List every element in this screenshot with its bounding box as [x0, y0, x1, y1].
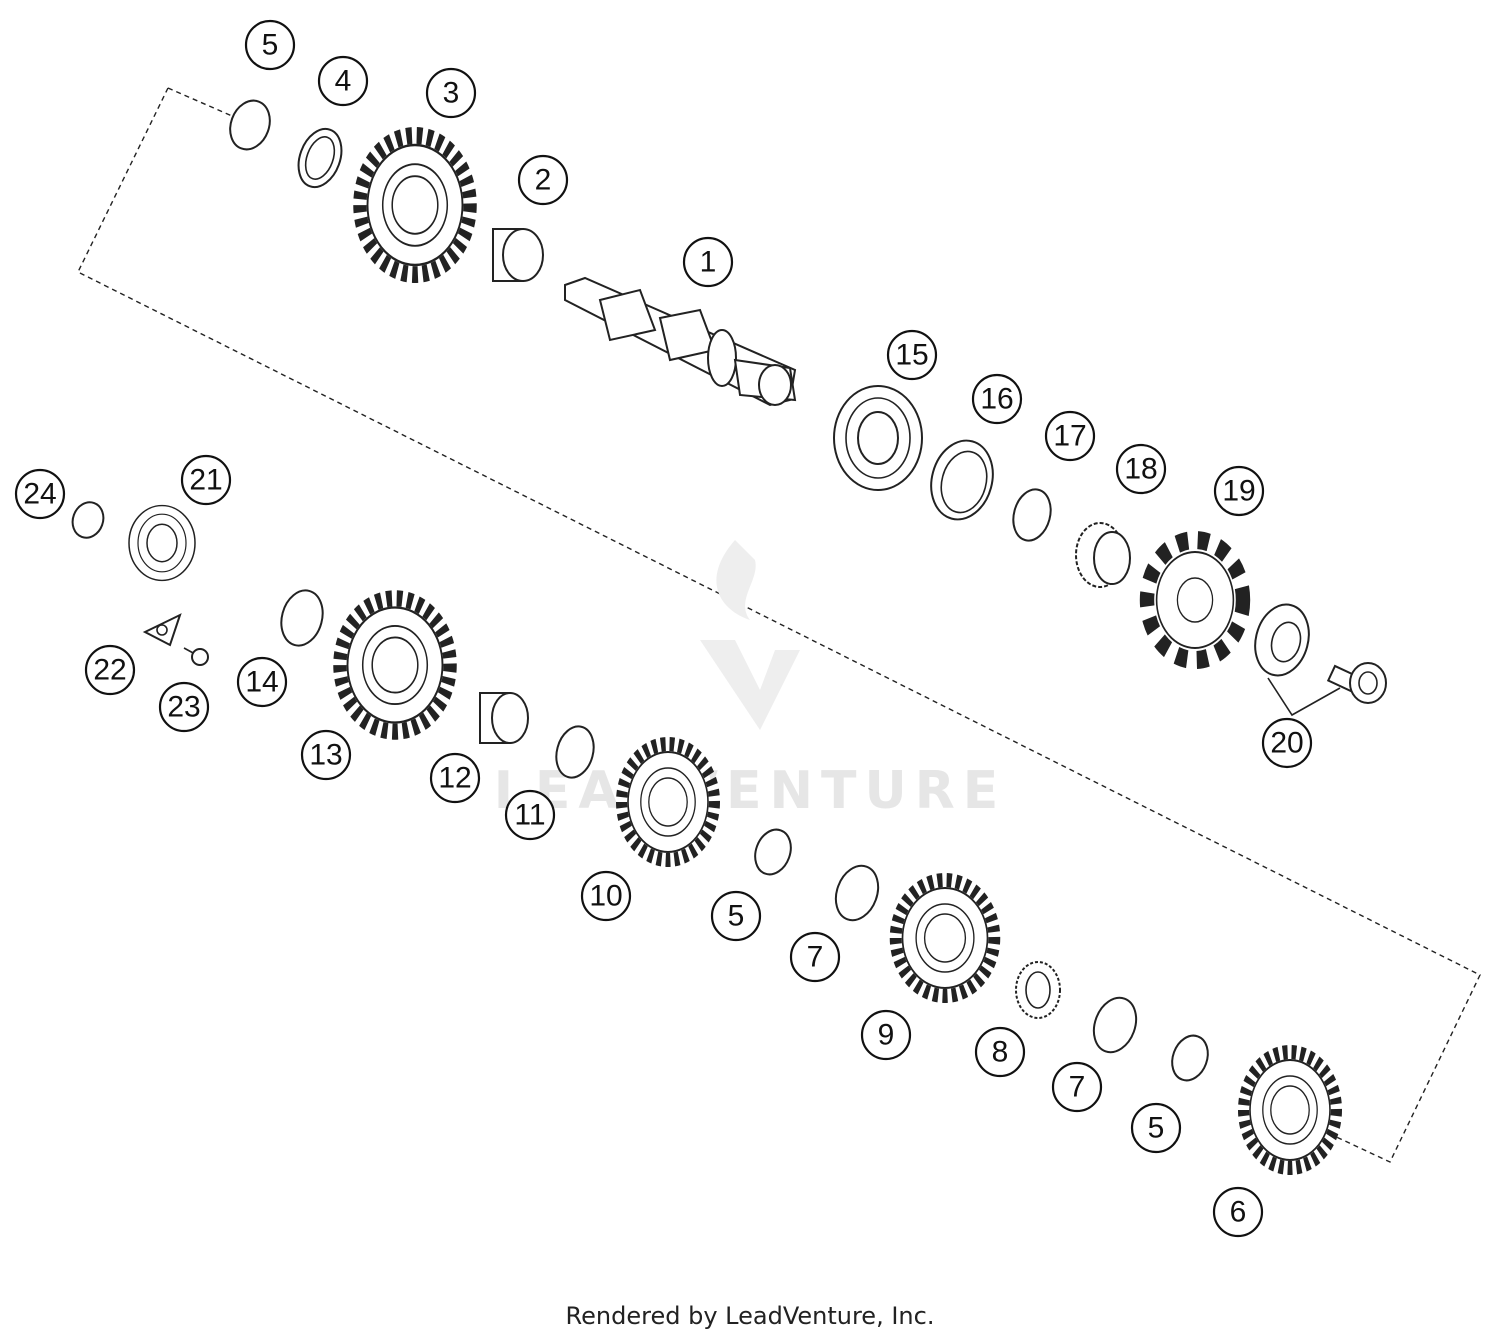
circlip	[1171, 1034, 1209, 1082]
gear-6	[1244, 1052, 1337, 1168]
svg-text:7: 7	[807, 941, 824, 974]
washer-14	[280, 589, 324, 647]
callout-1[interactable]: 1	[682, 236, 734, 288]
svg-text:10: 10	[589, 880, 622, 913]
sprocket	[1139, 531, 1251, 669]
washer-11	[555, 725, 595, 779]
sprocket-nut	[1326, 662, 1387, 704]
callout-22[interactable]: 22	[84, 644, 136, 696]
svg-text:11: 11	[514, 799, 545, 832]
screw	[183, 647, 209, 666]
thrust-washer	[1092, 996, 1138, 1054]
svg-text:5: 5	[1148, 1112, 1165, 1145]
callout-18[interactable]: 18	[1115, 443, 1167, 495]
svg-text:15: 15	[895, 339, 928, 372]
callout-16[interactable]: 16	[971, 373, 1023, 425]
bushing-12	[479, 692, 529, 744]
svg-text:6: 6	[1230, 1196, 1247, 1229]
needle-bearing	[1015, 961, 1061, 1019]
callout-7[interactable]: 7	[789, 931, 841, 983]
callout-9[interactable]: 9	[860, 1009, 912, 1061]
sprocket-washer	[1254, 603, 1310, 677]
gear-3	[360, 135, 470, 274]
callout-8[interactable]: 8	[974, 1026, 1026, 1078]
shaft-seal	[930, 439, 994, 521]
svg-text:5: 5	[728, 900, 745, 933]
svg-text:2: 2	[535, 164, 552, 197]
render-credit: Rendered by LeadVenture, Inc.	[565, 1302, 935, 1330]
svg-text:1: 1	[700, 246, 717, 279]
leader-line-20	[1267, 677, 1341, 717]
gear-9	[896, 880, 995, 996]
callout-17[interactable]: 17	[1044, 410, 1096, 462]
callout-5[interactable]: 5	[710, 890, 762, 942]
spacer-bushing	[1075, 522, 1131, 588]
circlip	[229, 99, 271, 151]
svg-text:5: 5	[262, 29, 279, 62]
svg-text:18: 18	[1124, 453, 1157, 486]
bearing-21	[128, 504, 196, 582]
watermark: LEADVENTURE	[494, 540, 998, 821]
bearing-15	[833, 385, 923, 491]
callout-4[interactable]: 4	[317, 55, 369, 107]
gear-10	[622, 744, 715, 860]
callout-24[interactable]: 24	[14, 468, 66, 520]
segment-plate	[142, 613, 182, 647]
svg-text:19: 19	[1222, 475, 1255, 508]
callout-2[interactable]: 2	[517, 154, 569, 206]
svg-text:17: 17	[1053, 420, 1086, 453]
svg-text:23: 23	[167, 691, 200, 724]
svg-text:8: 8	[992, 1036, 1009, 1069]
callout-21[interactable]: 21	[180, 454, 232, 506]
svg-text:13: 13	[309, 739, 342, 772]
circlip	[754, 828, 792, 876]
svg-text:20: 20	[1270, 727, 1303, 760]
svg-text:12: 12	[438, 762, 471, 795]
needle-bushing	[492, 228, 544, 282]
callout-5[interactable]: 5	[1130, 1102, 1182, 1154]
svg-text:14: 14	[245, 666, 278, 699]
callout-20[interactable]: 20	[1261, 717, 1313, 769]
svg-text:21: 21	[189, 464, 222, 497]
circlip-24	[71, 501, 105, 539]
o-ring	[1012, 488, 1052, 542]
callout-19[interactable]: 19	[1213, 465, 1265, 517]
assembly-outline	[77, 87, 1481, 1163]
svg-text:4: 4	[335, 65, 352, 98]
callout-14[interactable]: 14	[236, 656, 288, 708]
callout-12[interactable]: 12	[429, 752, 481, 804]
svg-text:22: 22	[93, 654, 126, 687]
callout-5[interactable]: 5	[244, 19, 296, 71]
callout-10[interactable]: 10	[580, 870, 632, 922]
svg-text:24: 24	[23, 478, 56, 511]
callout-3[interactable]: 3	[425, 67, 477, 119]
gear-13	[340, 598, 450, 731]
main-shaft	[564, 276, 797, 407]
callout-23[interactable]: 23	[158, 681, 210, 733]
thrust-washer	[297, 127, 343, 189]
svg-text:3: 3	[443, 77, 460, 110]
svg-text:9: 9	[878, 1019, 895, 1052]
thrust-washer	[834, 864, 880, 922]
callout-11[interactable]: 11	[504, 789, 556, 841]
callout-6[interactable]: 6	[1212, 1186, 1264, 1238]
svg-text:16: 16	[980, 383, 1013, 416]
callout-13[interactable]: 13	[300, 729, 352, 781]
svg-text:7: 7	[1069, 1071, 1086, 1104]
callout-7[interactable]: 7	[1051, 1061, 1103, 1113]
callout-15[interactable]: 15	[886, 329, 938, 381]
